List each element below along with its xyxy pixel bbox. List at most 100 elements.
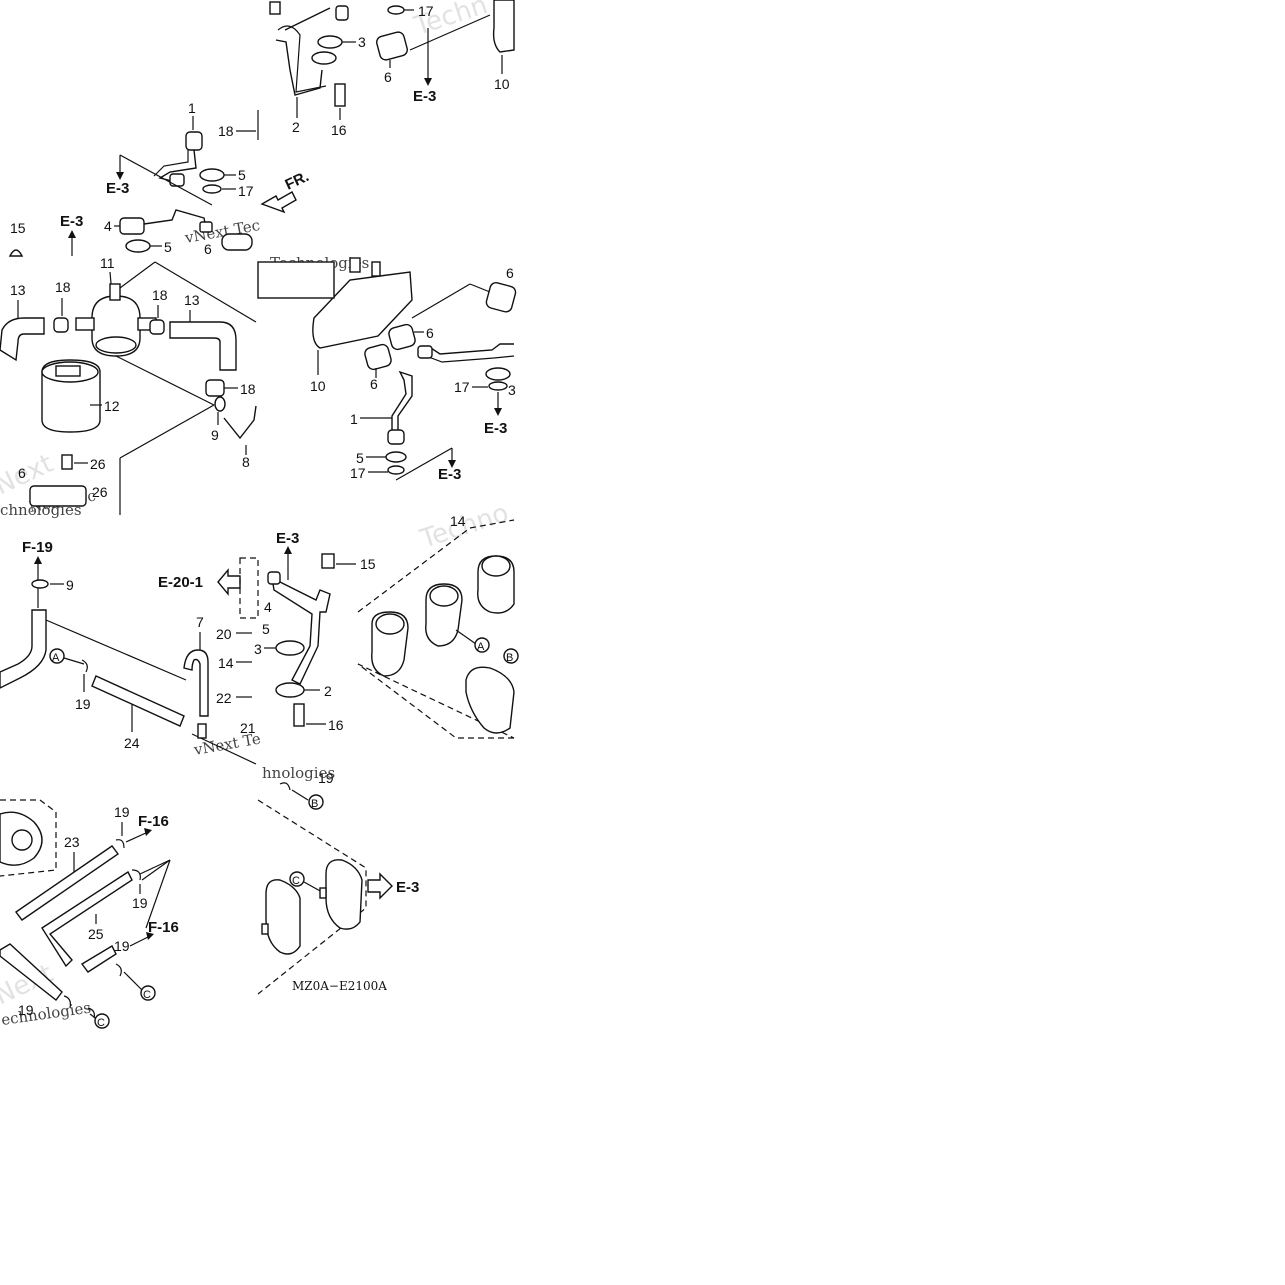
part-label: 6 bbox=[426, 325, 434, 341]
bolt-icon bbox=[319, 887, 327, 899]
reference-e3[interactable]: E-3 bbox=[60, 213, 83, 230]
reed-valve-cover-10-icon bbox=[312, 271, 413, 349]
pipe-fitting-icon bbox=[417, 345, 433, 359]
o-ring-9-icon bbox=[214, 396, 226, 412]
part-label: 18 bbox=[240, 381, 256, 397]
part-label: 16 bbox=[328, 717, 344, 733]
hose-clip-18-icon bbox=[53, 317, 69, 333]
part-label: 7 bbox=[196, 614, 204, 630]
reference-f16[interactable]: F-16 bbox=[138, 813, 169, 830]
hose-clip-19-icon bbox=[81, 659, 88, 673]
part-label: 19 bbox=[75, 696, 91, 712]
air-pipe-2-icon bbox=[271, 576, 331, 685]
hose-clip-19-icon bbox=[131, 869, 141, 881]
reference-e3[interactable]: E-3 bbox=[396, 879, 419, 896]
part-label: 2 bbox=[324, 683, 332, 699]
part-label: 10 bbox=[494, 76, 510, 92]
watermark-text: hnologies bbox=[262, 764, 335, 782]
hose-25-icon bbox=[41, 870, 133, 968]
bolt-15-icon bbox=[321, 553, 335, 569]
hose-13-icon bbox=[0, 317, 45, 362]
part-label: 12 bbox=[104, 398, 120, 414]
hose-icon bbox=[0, 609, 47, 689]
reference-arrow-right-icon bbox=[367, 872, 393, 900]
part-label: 19 bbox=[114, 938, 130, 954]
part-label: 18 bbox=[152, 287, 168, 303]
washer-17-icon bbox=[488, 381, 508, 391]
part-label: 2 bbox=[292, 119, 300, 135]
part-label: 16 bbox=[331, 122, 347, 138]
cylinder-head-icon bbox=[257, 261, 335, 299]
o-ring-9-icon bbox=[31, 579, 49, 589]
part-label: 26 bbox=[92, 484, 108, 500]
part-label: 21 bbox=[240, 720, 256, 736]
valve-port-icon bbox=[75, 317, 95, 331]
front-arrow-icon bbox=[260, 191, 297, 214]
part-label: 19 bbox=[114, 804, 130, 820]
air-pipe-1-icon bbox=[391, 370, 413, 433]
insulator-icon bbox=[265, 879, 301, 955]
gasket-3-icon bbox=[275, 640, 305, 656]
gasket-3-icon bbox=[317, 35, 343, 49]
marker-letter: C bbox=[292, 875, 300, 887]
hose-24-icon bbox=[91, 675, 185, 727]
gasket-5-icon bbox=[199, 168, 225, 182]
marker-letter: B bbox=[0, 0, 1, 1]
hose-clip-19-icon bbox=[115, 839, 125, 849]
part-label: 3 bbox=[358, 34, 366, 50]
hose-6-icon bbox=[364, 343, 392, 371]
gasket-2-icon bbox=[275, 682, 305, 698]
gasket-icon bbox=[485, 367, 511, 381]
reference-e3[interactable]: E-3 bbox=[276, 530, 299, 547]
part-label: 26 bbox=[90, 456, 106, 472]
part-label: 8 bbox=[242, 454, 250, 470]
washer-17-icon bbox=[387, 5, 405, 15]
insulator-icon bbox=[465, 666, 515, 734]
hose-clip-18-icon bbox=[149, 319, 165, 335]
hose-7-icon bbox=[183, 649, 209, 717]
part-label: 15 bbox=[10, 220, 26, 236]
marker-letter: C bbox=[143, 989, 151, 1001]
hose-6-icon bbox=[376, 31, 408, 61]
gasket-5-icon bbox=[125, 239, 151, 253]
bolt-icon bbox=[371, 261, 381, 277]
part-label: 15 bbox=[360, 556, 376, 572]
part-label: 5 bbox=[262, 621, 270, 637]
part-label: 17 bbox=[454, 379, 470, 395]
reference-e3[interactable]: E-3 bbox=[106, 180, 129, 197]
reed-cover-icon bbox=[29, 485, 87, 507]
reference-e3[interactable]: E-3 bbox=[484, 420, 507, 437]
marker-letter: B bbox=[506, 652, 513, 664]
bolt-26-icon bbox=[61, 454, 73, 470]
pipe-cap-icon bbox=[387, 429, 405, 445]
part-label: 4 bbox=[104, 218, 112, 234]
part-label: 6 bbox=[204, 241, 212, 257]
hose-clip-19-icon bbox=[63, 995, 71, 1009]
pipe-fitting-icon bbox=[199, 221, 213, 233]
washer-17-icon bbox=[387, 465, 405, 475]
marker-letter: A bbox=[477, 641, 485, 653]
tile-top-left: 3 2 16 18 1 5 17 E-3 FR. E-3 bbox=[0, 1, 366, 515]
reference-f19[interactable]: F-19 bbox=[22, 539, 53, 556]
hose-23-icon bbox=[15, 845, 119, 921]
bolt-icon bbox=[261, 923, 269, 935]
part-label: 13 bbox=[184, 292, 200, 308]
part-label: 17 bbox=[418, 3, 434, 19]
circle-marker-c bbox=[289, 871, 305, 887]
part-label: 6 bbox=[506, 265, 514, 281]
part-label: 4 bbox=[264, 599, 272, 615]
tile-middle-right: E-3 15 3 2 16 14 A B bbox=[254, 513, 519, 739]
hose-6-icon bbox=[388, 323, 416, 351]
hose-13-icon bbox=[169, 321, 237, 371]
part-label: 6 bbox=[384, 69, 392, 85]
reference-e201[interactable]: E-20-1 bbox=[158, 574, 203, 591]
pipe-fitting-icon bbox=[267, 571, 281, 585]
part-label: 5 bbox=[356, 450, 364, 466]
washer-17-icon bbox=[202, 184, 222, 194]
tile-middle-left: F-19 9 A 19 24 7 E-20-1 4 20 5 14 22 21 bbox=[0, 539, 272, 765]
part-label: 9 bbox=[66, 577, 74, 593]
reference-e3[interactable]: E-3 bbox=[413, 88, 436, 105]
part-label: 5 bbox=[164, 239, 172, 255]
reference-e3[interactable]: E-3 bbox=[438, 466, 461, 483]
reference-f16[interactable]: F-16 bbox=[148, 919, 179, 936]
